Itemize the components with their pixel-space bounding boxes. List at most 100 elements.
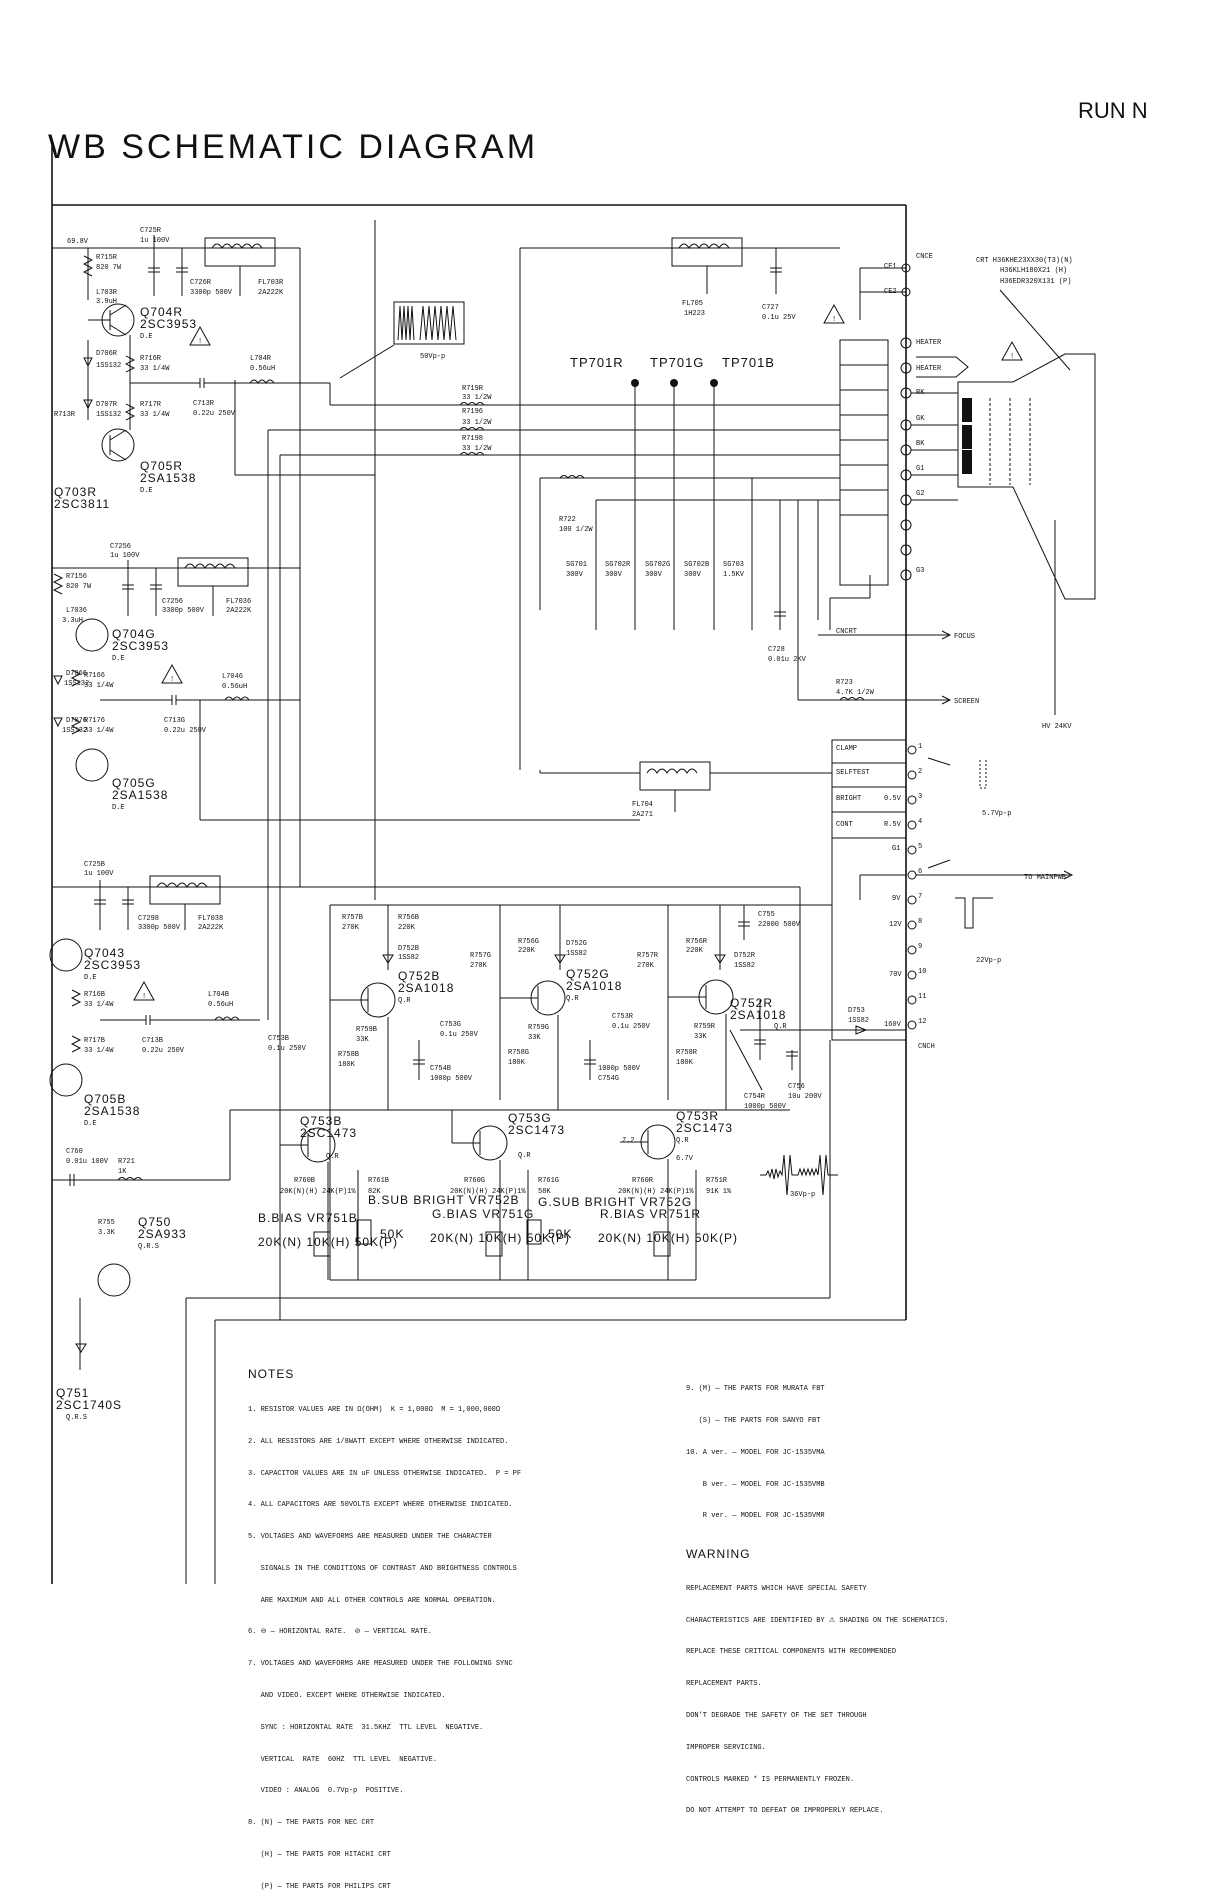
sg702g-label: SG702G xyxy=(645,561,670,569)
filter-value-b: 2A222K xyxy=(198,924,224,932)
v72-label: 7.2 xyxy=(622,1137,635,1145)
transistor-top-note: D.E xyxy=(140,333,153,341)
note-line: R ver. — MODEL FOR JC-1535VMR xyxy=(686,1512,825,1521)
q753g-note: Q.R xyxy=(518,1152,531,1160)
sg702g-value: 300V xyxy=(645,571,663,579)
transistor-bottom-type: 2SA1538 xyxy=(140,471,196,485)
transistor-bottom-note-b: D.E xyxy=(84,1120,97,1128)
cnch-pin-11-num: 11 xyxy=(918,993,926,1001)
sg702b-label: SG702B xyxy=(684,561,709,569)
r758g-label: R758G xyxy=(508,1049,529,1057)
r757g-value: 270K xyxy=(470,962,488,970)
q752r-label: Q752R xyxy=(730,996,773,1010)
r755-value: 3.3K xyxy=(98,1229,116,1237)
transistor-top-note-b: D.E xyxy=(84,974,97,982)
r759b-label: R759B xyxy=(356,1026,377,1034)
c760-label: C760 xyxy=(66,1148,83,1156)
d752g-type: 1SS82 xyxy=(566,950,587,958)
r761b-label: R761B xyxy=(368,1177,389,1185)
c2-value-b: 0.22u 250V xyxy=(142,1047,185,1055)
transistor-bottom-note-g: D.E xyxy=(112,804,125,812)
to-mainpwb-label: TO MAINPWB xyxy=(1024,874,1066,882)
c754b-value: 1000p 500V xyxy=(430,1075,473,1083)
warning-line: REPLACE THESE CRITICAL COMPONENTS WITH R… xyxy=(686,1648,897,1657)
cnch-pin-8-num: 8 xyxy=(918,918,922,926)
r2-label-b: R717B xyxy=(84,1037,105,1045)
c2-label-g: C713G xyxy=(164,717,185,725)
filter-cap-value-b: 3300p 500V xyxy=(138,924,181,932)
warning-heading: WARNING xyxy=(686,1547,751,1562)
pin-bk: BK xyxy=(916,440,925,448)
r756b-label: R756B xyxy=(398,914,419,922)
cnch-pin-3-name: BRIGHT xyxy=(836,795,861,803)
notes-block: NOTES 1. RESISTOR VALUES ARE IN Ω(OHM) K… xyxy=(248,1348,678,1903)
note-line: 7. VOLTAGES AND WAVEFORMS ARE MEASURED U… xyxy=(248,1660,513,1669)
filter-cap-value: 3300p 500V xyxy=(190,289,233,297)
screen-label: SCREEN xyxy=(954,698,979,706)
cnce-label: CNCE xyxy=(916,253,933,261)
cnch-pin-10-voltage: 70V xyxy=(889,971,902,979)
b-bias-label: B.BIAS VR751B xyxy=(258,1211,358,1225)
waveform-top-label: 50Vp-p xyxy=(420,353,445,361)
r756r-label: R756R xyxy=(686,938,708,946)
r761g-value: 58K xyxy=(538,1188,551,1196)
r2-value-b: 33 1/4W xyxy=(84,1047,114,1055)
note-line: 9. (M) — THE PARTS FOR MURATA FBT xyxy=(686,1385,825,1394)
r2-label: R717R xyxy=(140,401,162,409)
r760b-label: R760B xyxy=(294,1177,315,1185)
transistor-bottom-label: Q705R xyxy=(140,459,183,473)
lower-left-misc xyxy=(52,1174,230,1370)
q753r-note: Q.R xyxy=(676,1137,689,1145)
q752b-type: 2SA1018 xyxy=(398,981,454,995)
diode2-label: D707R xyxy=(96,401,118,409)
cnch-pin-4-name: CONT xyxy=(836,821,853,829)
r758b-value: 180K xyxy=(338,1061,356,1069)
cnch-pin-12-num: 12 xyxy=(918,1018,926,1026)
r-bias-label: R.BIAS VR751R xyxy=(600,1207,701,1221)
fl705-label: FL705 xyxy=(682,300,703,308)
c727-label: C727 xyxy=(762,304,779,312)
c756-value: 10u 200V xyxy=(788,1093,822,1101)
r758g-value: 180K xyxy=(508,1059,526,1067)
r756g-label: R756G xyxy=(518,938,539,946)
coil-value-g: 3.3uH xyxy=(62,617,83,625)
c753r-label: C753R xyxy=(612,1013,634,1021)
g-bias-value: 20K(N) 10K(H) 50K(P) xyxy=(430,1231,570,1245)
c753g-value: 0.1u 250V xyxy=(440,1031,479,1039)
page-title: WB SCHEMATIC DIAGRAM xyxy=(48,128,539,166)
d752g-label: D752G xyxy=(566,940,587,948)
q752g-label: Q752G xyxy=(566,967,610,981)
c754g-label: C754G xyxy=(598,1075,619,1083)
pin-rk: RK xyxy=(916,389,925,397)
r719b-value: 33 1/2W xyxy=(462,445,492,453)
c755-value: 22000 500V xyxy=(758,921,801,929)
diode1-label-g: D7066 xyxy=(66,670,87,678)
note-line: 3. CAPACITOR VALUES ARE IN uF UNLESS OTH… xyxy=(248,1469,522,1478)
r759r-value: 33K xyxy=(694,1033,707,1041)
transistor-bottom-label-b: Q705B xyxy=(84,1092,126,1106)
q750-note: Q.R.S xyxy=(138,1243,159,1251)
pin-gk: GK xyxy=(916,415,925,423)
q751-note: Q.R.S xyxy=(66,1414,87,1422)
resistor-label-g: R7156 xyxy=(66,573,87,581)
crt-model-3: H36EDR320X131 (P) xyxy=(1000,278,1071,286)
q752g-note: Q.R xyxy=(566,995,579,1003)
pin-heater-1: HEATER xyxy=(916,339,942,347)
c753r-value: 0.1u 250V xyxy=(612,1023,651,1031)
q750-label: Q750 xyxy=(138,1215,171,1229)
r722-value: 100 1/2W xyxy=(559,526,593,534)
r759g-value: 33K xyxy=(528,1034,541,1042)
c753b-label: C753B xyxy=(268,1035,289,1043)
cnch-pin-1-num: 1 xyxy=(918,743,922,751)
transistor-bottom-note: D.E xyxy=(140,487,153,495)
filter-cap-label-b: C7298 xyxy=(138,915,159,923)
cnch-pin-3-voltage: 0.5V xyxy=(884,795,902,803)
diode2-label-g: D7076 xyxy=(66,717,87,725)
resistor-label: R715R xyxy=(96,254,118,262)
cnch-pin-3-num: 3 xyxy=(918,793,922,801)
d752r-label: D752R xyxy=(734,952,756,960)
r760b-value: 20K(N)(H) 24K(P)1% xyxy=(280,1188,356,1196)
c753b-value: 0.1u 250V xyxy=(268,1045,307,1053)
r758r-label: R758R xyxy=(676,1049,698,1057)
transistor-top-type-b: 2SC3953 xyxy=(84,958,141,972)
